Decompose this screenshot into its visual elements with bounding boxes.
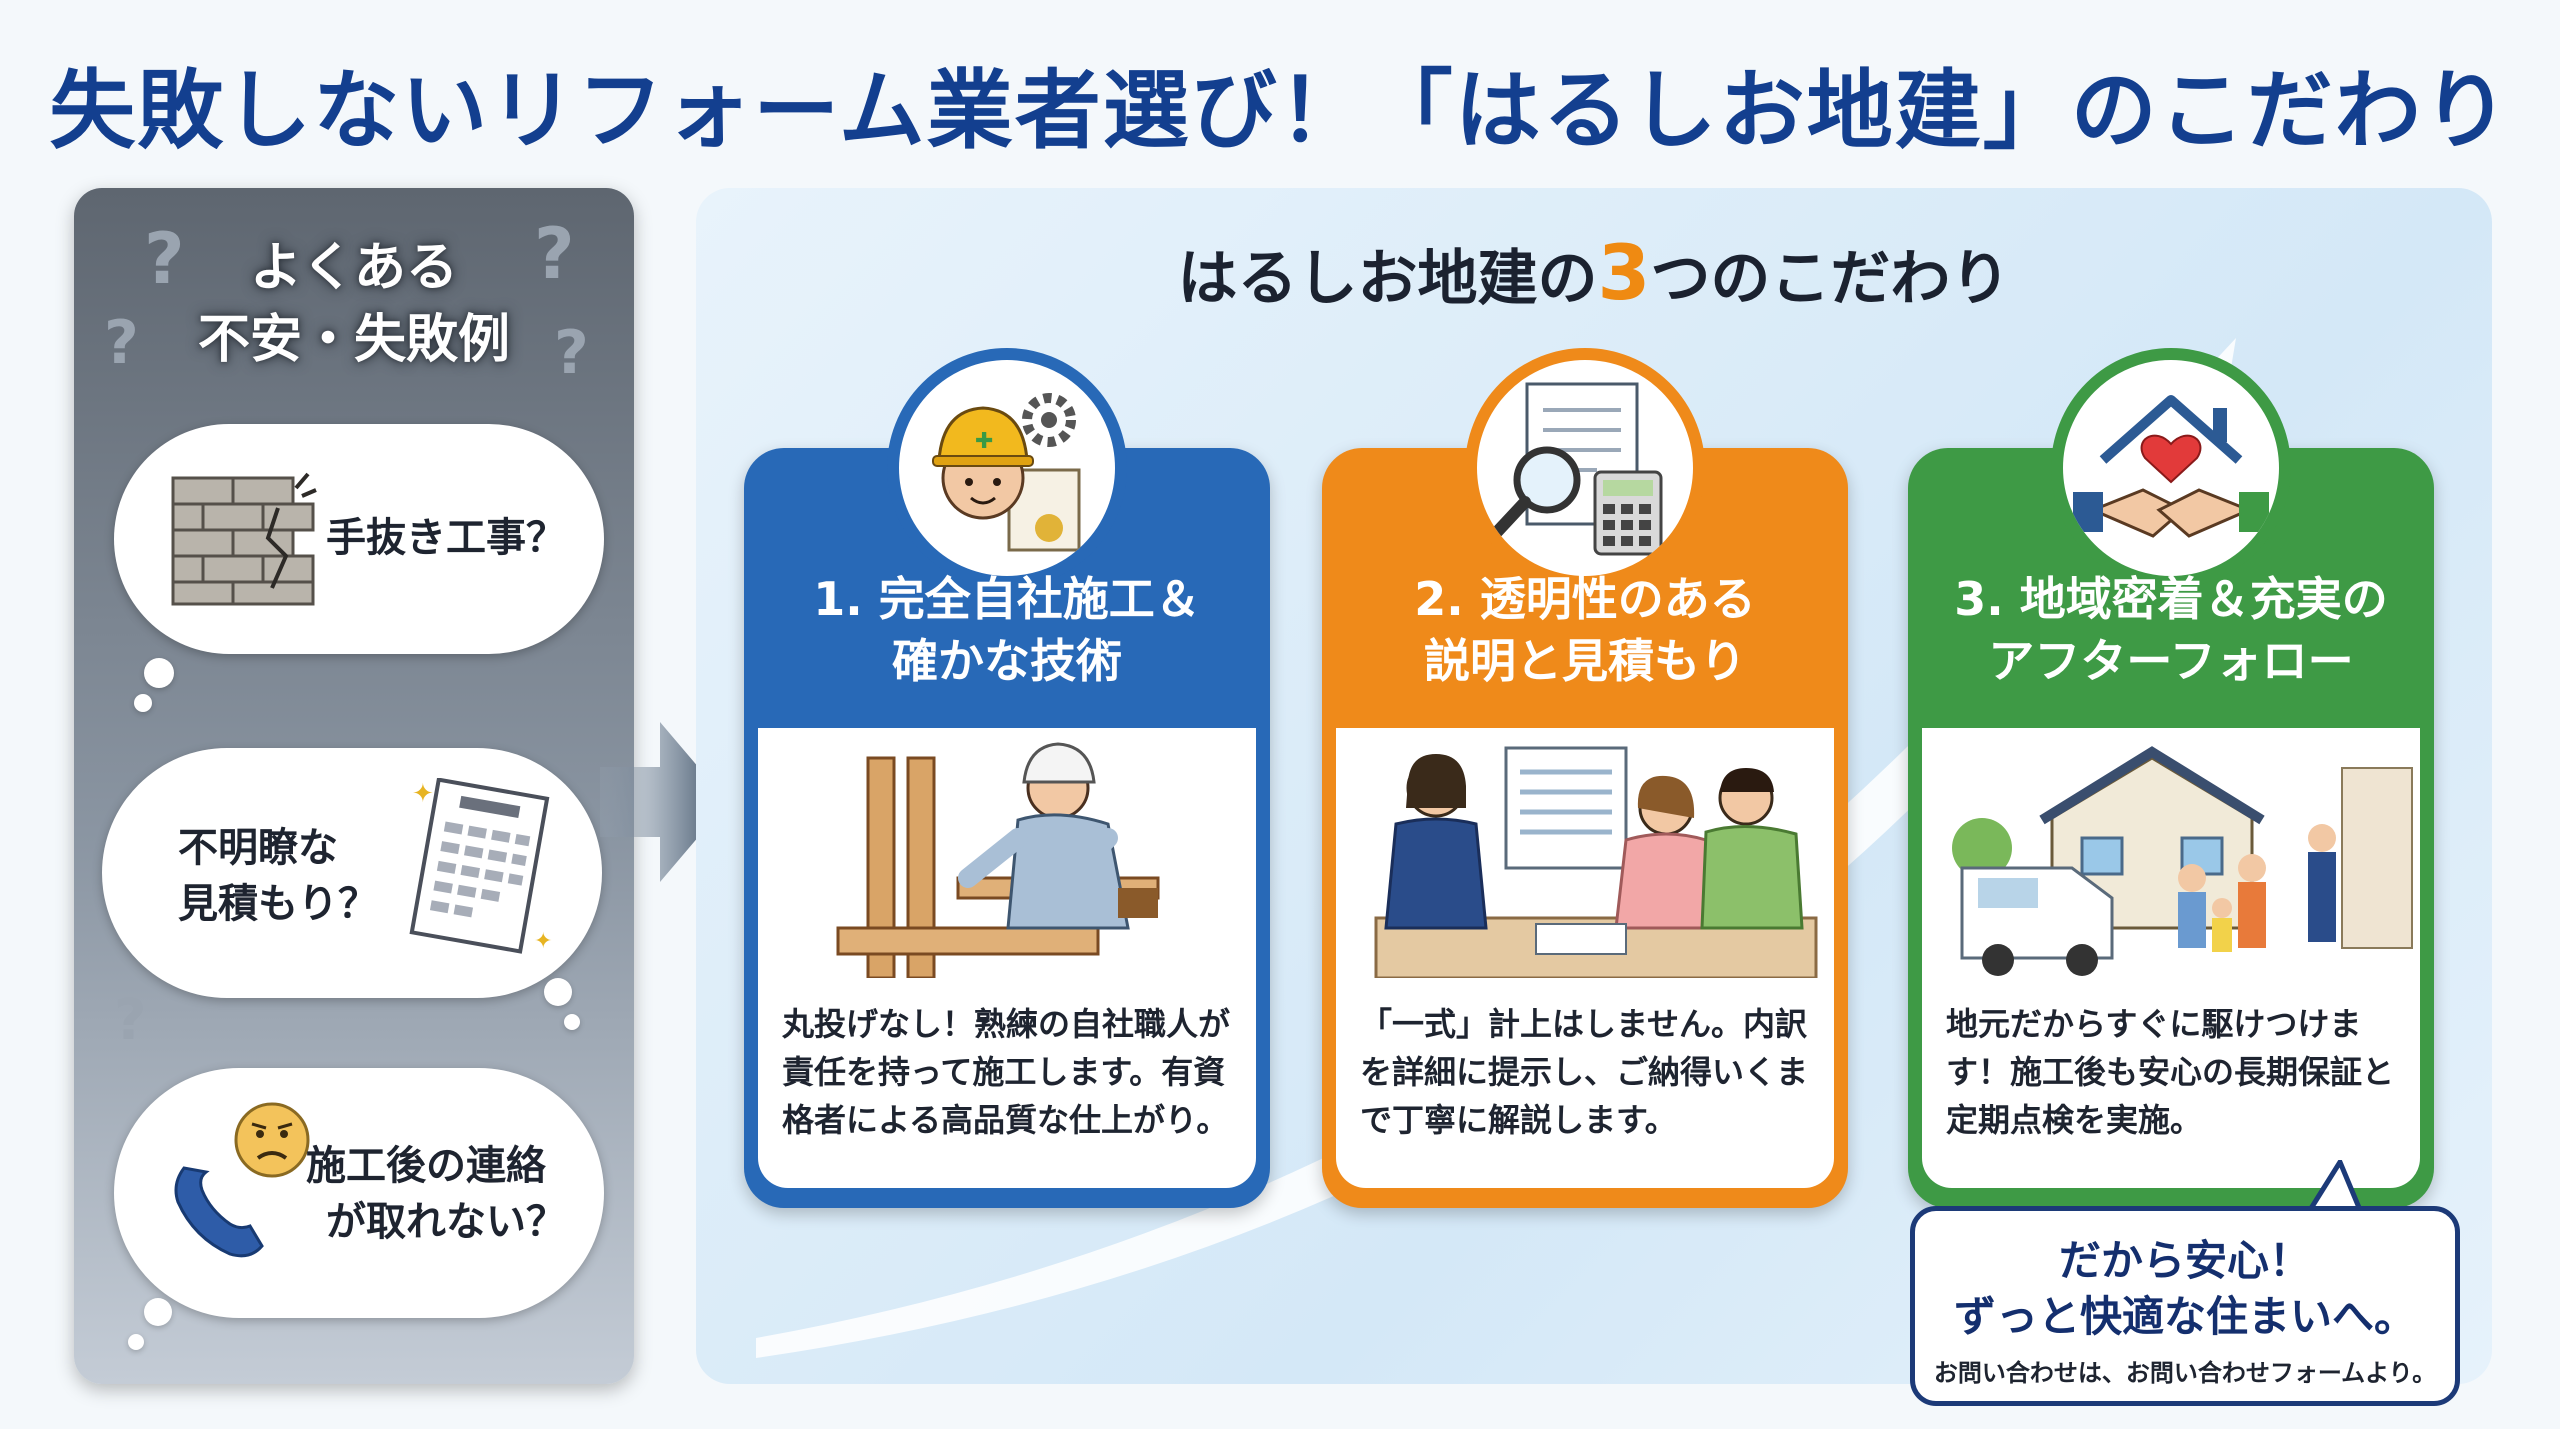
commitment-title: 3. 地域密着＆充実の アフターフォロー — [1908, 568, 2434, 692]
commitment-title: 2. 透明性のある 説明と見積もり — [1322, 568, 1848, 692]
commitment-description: 「一式」計上はしません。内訳を詳細に提示し、ご納得いくまで丁寧に解説します。 — [1360, 1005, 1809, 1139]
worries-heading: よくある 不安・失敗例 — [74, 232, 634, 376]
svg-text:✦: ✦ — [412, 779, 434, 809]
commitment-card-in-house: ✚ 1. 完全自社施工＆ 確かな技術 丸投げなし！熟練の自社職人が責任を持って施… — [744, 348, 1270, 1208]
commitment-body: 地元だからすぐに駆けつけます！施工後も安心の長期保証と定期点検を実施。 — [1922, 728, 2420, 1188]
local-service-illustration — [1952, 746, 2413, 976]
page-title: 失敗しないリフォーム業者選び！「はるしお地建」のこだわり — [49, 61, 2511, 161]
callout-pointer — [2305, 1160, 2364, 1212]
svg-text:✚: ✚ — [975, 429, 993, 454]
carpenter-at-work-illustration — [836, 742, 1160, 978]
worry-text-no-contact: 施工後の連絡 が取れない？ — [306, 1138, 566, 1250]
commitments-heading-after: つのこだわり — [1650, 244, 2011, 314]
worker-helmet-certificate-icon: ✚ — [887, 348, 1127, 588]
cracked-brick-wall-icon — [171, 472, 317, 606]
commitments-heading-number: 3 — [1597, 228, 1651, 317]
commitment-body: 丸投げなし！熟練の自社職人が責任を持って施工します。有資格者による高品質な仕上が… — [758, 728, 1256, 1188]
reassurance-callout: だから安心！ ずっと快適な住まいへ。 お問い合わせは、お問い合わせフォームより。 — [1910, 1206, 2460, 1406]
worry-text-unclear-estimate: 不明瞭な 見積もり？ — [178, 820, 378, 932]
transition-arrow-icon — [600, 722, 728, 882]
commitment-title-line1: 3. 地域密着＆充実の — [1954, 572, 2388, 626]
worries-panel: ? ? ? ? ? よくある 不安・失敗例 手抜き工事？ 不明瞭な 見積もり？ — [74, 188, 634, 1384]
commitment-title-line2: 説明と見積もり — [1424, 634, 1746, 688]
commitment-card-after-follow: 3. 地域密着＆充実の アフターフォロー 地元だからすぐに駆けつけます！施工後も… — [1908, 348, 2434, 1208]
bubble-tail-dot — [564, 1014, 580, 1030]
commitment-description: 丸投げなし！熟練の自社職人が責任を持って施工します。有資格者による高品質な仕上が… — [782, 1005, 1231, 1139]
worries-heading-line2: 不安・失敗例 — [197, 310, 510, 370]
commitment-description: 地元だからすぐに駆けつけます！施工後も安心の長期保証と定期点検を実施。 — [1946, 1005, 2395, 1139]
house-heart-handshake-icon — [2051, 348, 2291, 588]
bubble-tail-dot — [134, 694, 152, 712]
bubble-tail-dot — [144, 658, 174, 688]
worries-heading-line1: よくある — [249, 238, 458, 298]
worry-line: 不明瞭な — [178, 825, 338, 871]
worry-line: が取れない？ — [326, 1199, 566, 1245]
question-mark-icon: ? — [554, 318, 589, 388]
bubble-tail-dot — [544, 978, 572, 1006]
callout-line1: だから安心！ — [2058, 1236, 2311, 1285]
telephone-worried-face-icon — [174, 1102, 310, 1258]
commitment-card-transparency: 2. 透明性のある 説明と見積もり 「一式」計上はしません。内訳を詳細に提示し、… — [1322, 348, 1848, 1208]
worry-line: 施工後の連絡 — [306, 1143, 546, 1189]
bubble-tail-dot — [128, 1334, 144, 1350]
commitment-title-line2: アフターフォロー — [1988, 634, 2354, 688]
question-mark-icon: ? — [534, 213, 575, 295]
bubble-tail-dot — [144, 1298, 172, 1326]
consultation-illustration — [1374, 746, 1818, 978]
commitment-title: 1. 完全自社施工＆ 確かな技術 — [744, 568, 1270, 692]
worry-text-shoddy-work: 手抜き工事？ — [326, 510, 566, 566]
worry-line: 手抜き工事？ — [326, 515, 566, 561]
worry-line: 見積もり？ — [178, 881, 378, 927]
commitments-heading-before: はるしお地建の — [1177, 244, 1598, 314]
callout-note: お問い合わせは、お問い合わせフォームより。 — [1933, 1359, 2437, 1387]
commitment-title-line1: 1. 完全自社施工＆ — [813, 572, 1201, 626]
callout-line2: ずっと快適な住まいへ。 — [1953, 1292, 2416, 1341]
question-mark-icon: ? — [114, 988, 147, 1053]
callout-main-text: だから安心！ ずっと快適な住まいへ。 — [1915, 1233, 2455, 1345]
commitment-body: 「一式」計上はしません。内訳を詳細に提示し、ご納得いくまで丁寧に解説します。 — [1336, 728, 1834, 1188]
commitments-heading: はるしお地建の3つのこだわり — [696, 228, 2492, 317]
question-mark-icon: ? — [104, 308, 139, 378]
estimate-document-icon: ✦ ✦ — [409, 778, 552, 954]
question-mark-icon: ? — [144, 218, 185, 300]
svg-text:✦: ✦ — [534, 929, 552, 954]
commitment-title-line2: 確かな技術 — [892, 634, 1122, 688]
magnifier-calculator-document-icon — [1465, 348, 1705, 588]
commitment-title-line1: 2. 透明性のある — [1414, 572, 1756, 626]
